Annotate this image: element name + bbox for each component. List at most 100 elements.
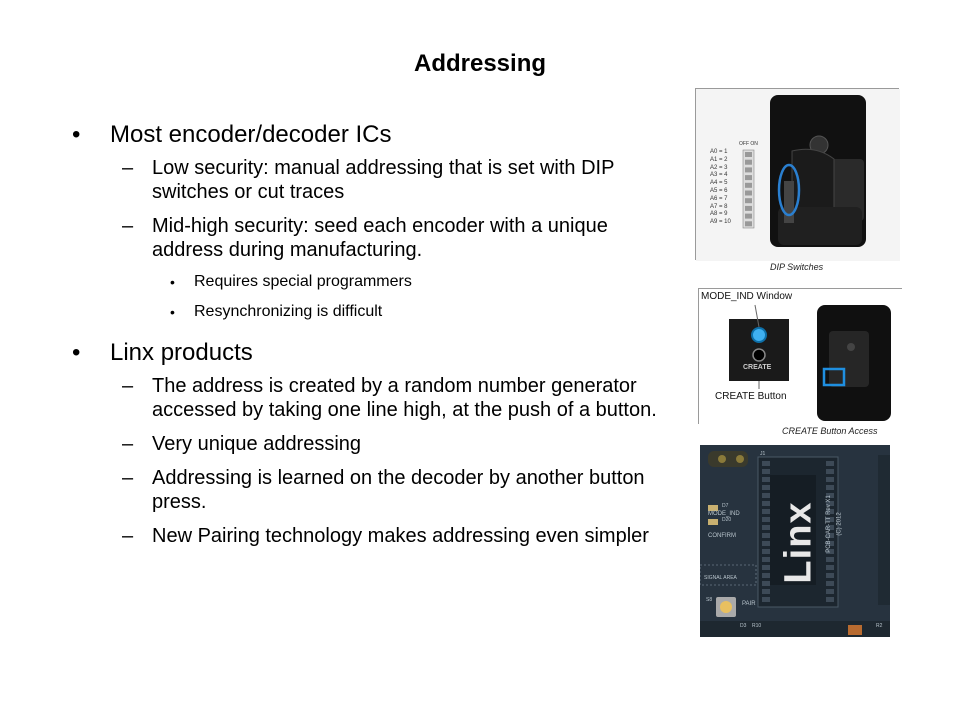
dash-icon: – [122, 433, 134, 455]
bullet-level2: –Very unique addressing [72, 432, 672, 456]
header-pin [826, 517, 834, 522]
header-pin [826, 533, 834, 538]
dip-switch-row [745, 221, 752, 227]
dip-switch-row [745, 175, 752, 181]
part-number: PCB-CAR-TT Rev X1 [825, 495, 832, 553]
dip-switch-row [745, 190, 752, 196]
header-pin [762, 477, 770, 482]
bullet-text: Mid-high security: seed each encoder wit… [152, 215, 608, 261]
header-pin [826, 461, 834, 466]
dash-icon: – [122, 467, 134, 489]
header-pin [762, 525, 770, 530]
dip-label: A5 = 6 [710, 187, 728, 194]
header-pin [762, 509, 770, 514]
header-pin [826, 477, 834, 482]
header-pin [826, 509, 834, 514]
header-pin [762, 549, 770, 554]
r2-label: R2 [876, 623, 883, 629]
header-pin [762, 493, 770, 498]
bullet-text: The address is created by a random numbe… [152, 375, 657, 421]
bullet-text: Linx products [110, 339, 253, 366]
bullet-text: New Pairing technology makes addressing … [152, 525, 649, 547]
confirm-label: CONFIRM [708, 533, 736, 539]
header-pin [762, 533, 770, 538]
mode-ind-label: MODE_IND [708, 511, 740, 517]
d20-label: D20 [722, 517, 732, 523]
r10-label: R10 [752, 623, 762, 629]
header-pin [762, 557, 770, 562]
bullet-text: Requires special programmers [194, 273, 412, 290]
bullet-level3: •Resynchronizing is difficult [72, 302, 672, 322]
bullet-level2: –The address is created by a random numb… [72, 374, 672, 422]
dip-label: A6 = 7 [710, 195, 728, 202]
pair-label: PAIR [742, 601, 756, 607]
dip-label: A2 = 3 [710, 164, 728, 171]
header-pin [762, 541, 770, 546]
header-pin [826, 501, 834, 506]
bullet-text: Most encoder/decoder ICs [110, 121, 392, 148]
header-pin [826, 565, 834, 570]
header-pin [762, 589, 770, 594]
dip-switch-row [745, 205, 752, 211]
bullet-level1: • Most encoder/decoder ICs [72, 120, 672, 150]
dip-label: A0 = 1 [710, 149, 728, 155]
dip-label: A9 = 10 [710, 219, 731, 226]
pcb-board-figure: Linx PCB-CAR-TT Rev X1 (C) 2012 D7 D20 M… [700, 445, 890, 637]
dash-icon: – [122, 215, 134, 237]
bullet-dot-icon: • [72, 121, 81, 148]
dip-switch-row [745, 182, 752, 188]
create-caption: CREATE Button Access [782, 426, 878, 436]
create-button-label: CREATE Button [715, 391, 787, 402]
s8-label: S8 [706, 597, 713, 603]
bullet-list: •Most encoder/decoder ICs –Low security:… [72, 120, 672, 558]
create-button-photo [699, 289, 903, 425]
header-pin [762, 565, 770, 570]
bullet-level2: –Mid-high security: seed each encoder wi… [72, 214, 672, 262]
bullet-text: Low security: manual addressing that is … [152, 157, 615, 203]
dip-switch-row [745, 213, 752, 219]
bullet-level2: –New Pairing technology makes addressing… [72, 524, 672, 548]
dip-label: A7 = 8 [710, 203, 728, 210]
dash-icon: – [122, 525, 134, 547]
j1-label: J1 [760, 451, 766, 457]
header-pin [762, 461, 770, 466]
dash-icon: – [122, 375, 134, 397]
header-pin [762, 573, 770, 578]
signal-area-label: SIGNAL AREA [704, 575, 737, 581]
dip-caption: DIP Switches [770, 262, 824, 272]
dip-label: A4 = 5 [710, 180, 728, 187]
header-pin [762, 485, 770, 490]
dip-switch-row [745, 198, 752, 204]
bullet-dot-icon: • [170, 274, 175, 290]
dip-label: A8 = 9 [710, 211, 728, 218]
linx-logo: Linx [777, 501, 820, 584]
header-pin [826, 589, 834, 594]
dash-icon: – [122, 157, 134, 179]
header-pin [762, 501, 770, 506]
bullet-level1: •Linx products [72, 338, 672, 368]
header-pin [826, 493, 834, 498]
create-button-figure: MODE_IND Window CREATE CREATE Button [698, 288, 903, 425]
d3-label: D3 [740, 623, 747, 629]
bullet-level3: • Requires special programmers [72, 272, 672, 292]
dip-switch-row [745, 152, 752, 157]
dip-header: OFF ON [739, 141, 758, 147]
pcb-board-photo [700, 445, 890, 637]
bullet-level2: –Low security: manual addressing that is… [72, 156, 672, 204]
header-pin [826, 485, 834, 490]
dip-switch-row [745, 167, 752, 173]
slide-title: Addressing [413, 50, 547, 77]
header-pin [826, 573, 834, 578]
header-pin [762, 581, 770, 586]
header-pin [826, 557, 834, 562]
copyright: (C) 2012 [836, 512, 843, 536]
header-pin [826, 597, 834, 602]
bullet-text: Very unique addressing [152, 433, 362, 455]
d7-label: D7 [722, 503, 729, 509]
header-pin [826, 469, 834, 474]
dip-label: A3 = 4 [710, 172, 728, 179]
bullet-text: Addressing is learned on the decoder by … [152, 467, 645, 513]
mode-ind-label: MODE_IND Window [701, 291, 793, 302]
